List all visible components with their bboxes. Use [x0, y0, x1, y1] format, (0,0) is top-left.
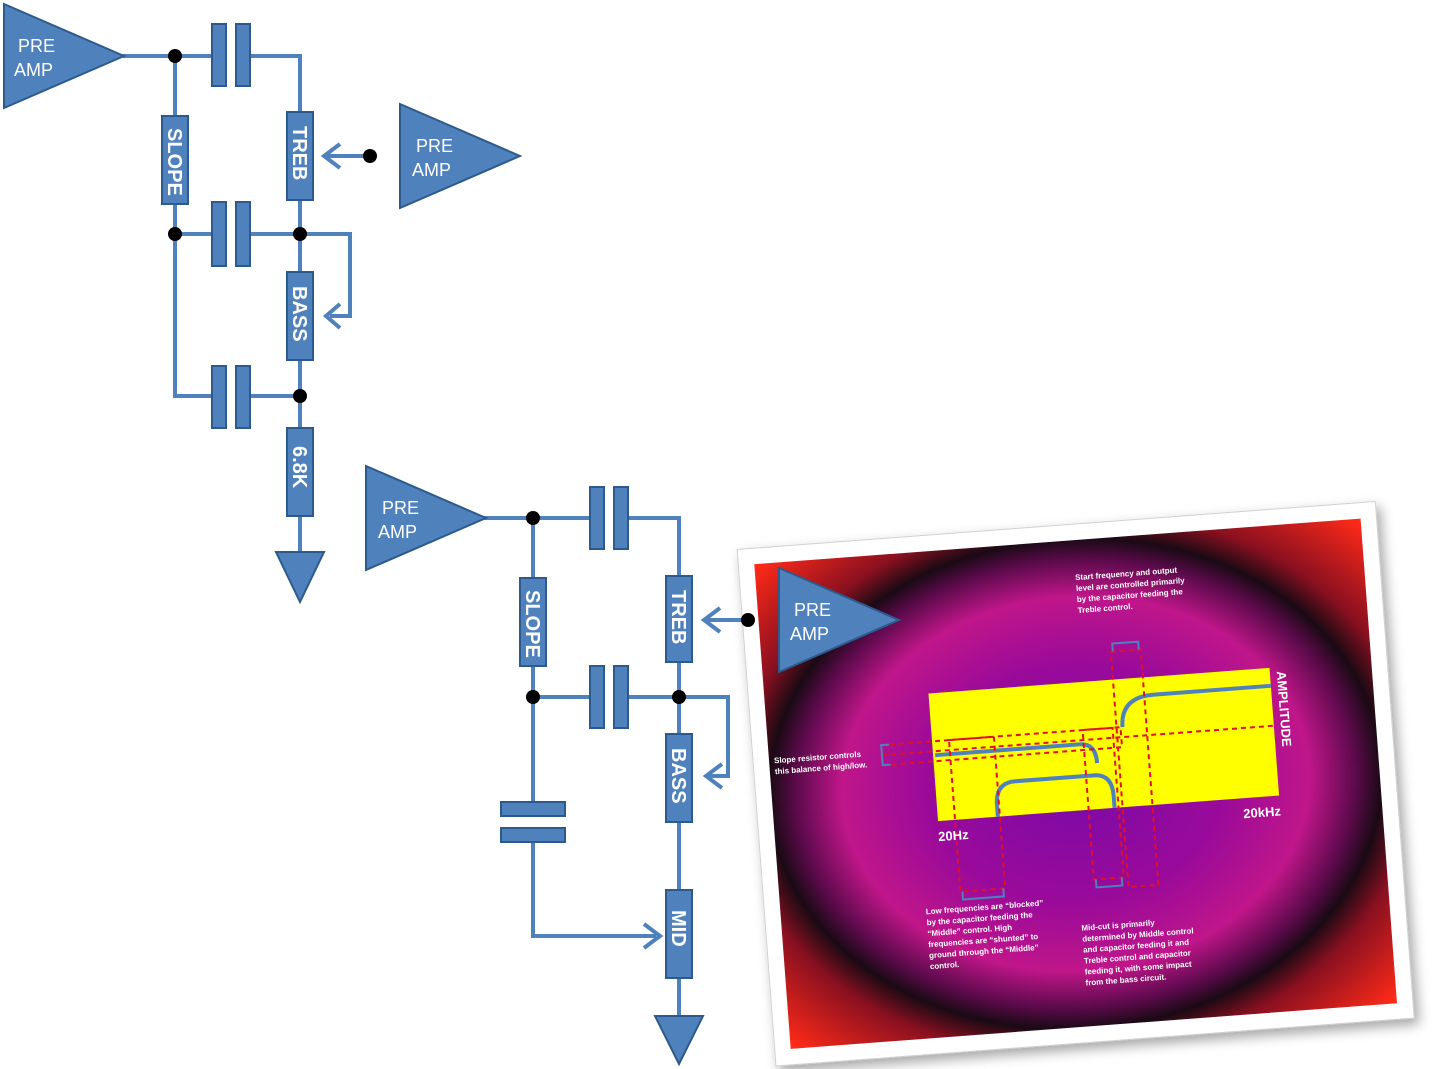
axis-label-20hz: 20Hz: [938, 827, 970, 844]
wiper-arrow-treb: [320, 142, 342, 170]
slope-resistor-label: SLOPE: [521, 590, 543, 658]
slope-resistor: [161, 115, 189, 205]
treble-response-curve: [934, 742, 1100, 764]
slope-resistor: [519, 577, 547, 667]
bass-pot-label: BASS: [667, 748, 689, 804]
ground-symbol: [274, 551, 326, 605]
capacitor-plate: [613, 665, 629, 729]
mid-pot-label: MID: [667, 910, 689, 947]
junction-dot: [526, 511, 540, 525]
capacitor-plate: [589, 665, 605, 729]
low-freq-marker: [947, 735, 1007, 893]
pre-amp-input-2: PRE AMP: [365, 464, 489, 572]
bracket-low: [961, 888, 1005, 901]
capacitor-plate: [589, 486, 605, 550]
amp-triangle: [778, 566, 902, 674]
amp-label: PRE: [18, 36, 55, 56]
capacitor-plate: [613, 486, 629, 550]
capacitor-plate: [235, 201, 251, 267]
wire: [173, 204, 214, 398]
resistor-6-8k-label: 6.8K: [288, 446, 310, 489]
treble-marker: [1109, 648, 1160, 889]
note-start-line: Treble control.: [1077, 602, 1133, 615]
slope-marker: [880, 726, 1124, 767]
high-response-curve: [1120, 683, 1271, 728]
bracket-treble: [1111, 640, 1140, 652]
mid-cut-curve: [994, 773, 1117, 817]
wiper-arrow-treb: [700, 606, 722, 634]
capacitor-plate: [500, 801, 566, 817]
note-low-line: control.: [930, 960, 960, 971]
treble-pot: [665, 575, 693, 663]
treble-pot: [286, 111, 314, 201]
tone-stack-circuit-2: SLOPE TREB BASS MID PRE AMP PRE AMP: [365, 464, 902, 1067]
wiper-arrow-bass: [702, 762, 724, 790]
amp-triangle: [399, 102, 523, 210]
bracket-mid: [1094, 877, 1124, 889]
wire: [628, 516, 681, 576]
capacitor-plate: [211, 365, 227, 429]
treble-pot-label: TREB: [288, 126, 310, 180]
wiper-arrow-mid: [642, 922, 664, 950]
junction-dot: [672, 690, 686, 704]
bass-pot: [286, 271, 314, 361]
junction-dot: [741, 613, 755, 627]
ground-symbol: [653, 1015, 705, 1067]
amp-label: PRE: [794, 600, 831, 620]
bracket-slope: [880, 743, 891, 767]
bass-pot: [665, 733, 693, 823]
axis-label-amplitude: AMPLITUDE: [1274, 670, 1295, 747]
amp-label: AMP: [14, 60, 53, 80]
slope-resistor-label: SLOPE: [163, 128, 185, 196]
amp-triangle: [365, 464, 489, 572]
wire: [250, 54, 302, 112]
capacitor-plate: [235, 23, 251, 87]
treble-pot-label: TREB: [667, 590, 689, 644]
junction-dot: [363, 149, 377, 163]
pre-amp-input-1: PRE AMP: [3, 2, 127, 110]
tone-stack-circuit-1: SLOPE TREB BASS 6.8K PRE AMP PRE AMP: [3, 2, 523, 605]
junction-dot: [168, 227, 182, 241]
resistor-6-8k: [286, 427, 314, 517]
junction-dot: [168, 49, 182, 63]
frequency-response-photo: AMPLITUDE 20Hz 20kHz Start frequency and…: [736, 500, 1415, 1067]
amp-label: PRE: [416, 136, 453, 156]
wire: [531, 842, 656, 938]
mid-pot: [665, 889, 693, 979]
axis-label-20khz: 20kHz: [1243, 803, 1282, 821]
amp-triangle: [3, 2, 127, 110]
capacitor-plate: [211, 23, 227, 87]
junction-dot: [293, 227, 307, 241]
dashed-horizontal-guide: [881, 724, 1274, 757]
bass-pot-label: BASS: [288, 286, 310, 342]
capacitor-plate: [211, 201, 227, 267]
junction-dot: [293, 389, 307, 403]
amp-label: PRE: [382, 498, 419, 518]
pre-amp-output-1: PRE AMP: [399, 102, 523, 210]
wiper-arrow-bass: [322, 302, 342, 330]
capacitor-plate: [500, 827, 566, 843]
amp-label: AMP: [412, 160, 451, 180]
junction-dot: [526, 690, 540, 704]
amp-label: AMP: [378, 522, 417, 542]
pre-amp-output-2: PRE AMP: [778, 566, 902, 674]
capacitor-plate: [235, 365, 251, 429]
amp-label: AMP: [790, 624, 829, 644]
